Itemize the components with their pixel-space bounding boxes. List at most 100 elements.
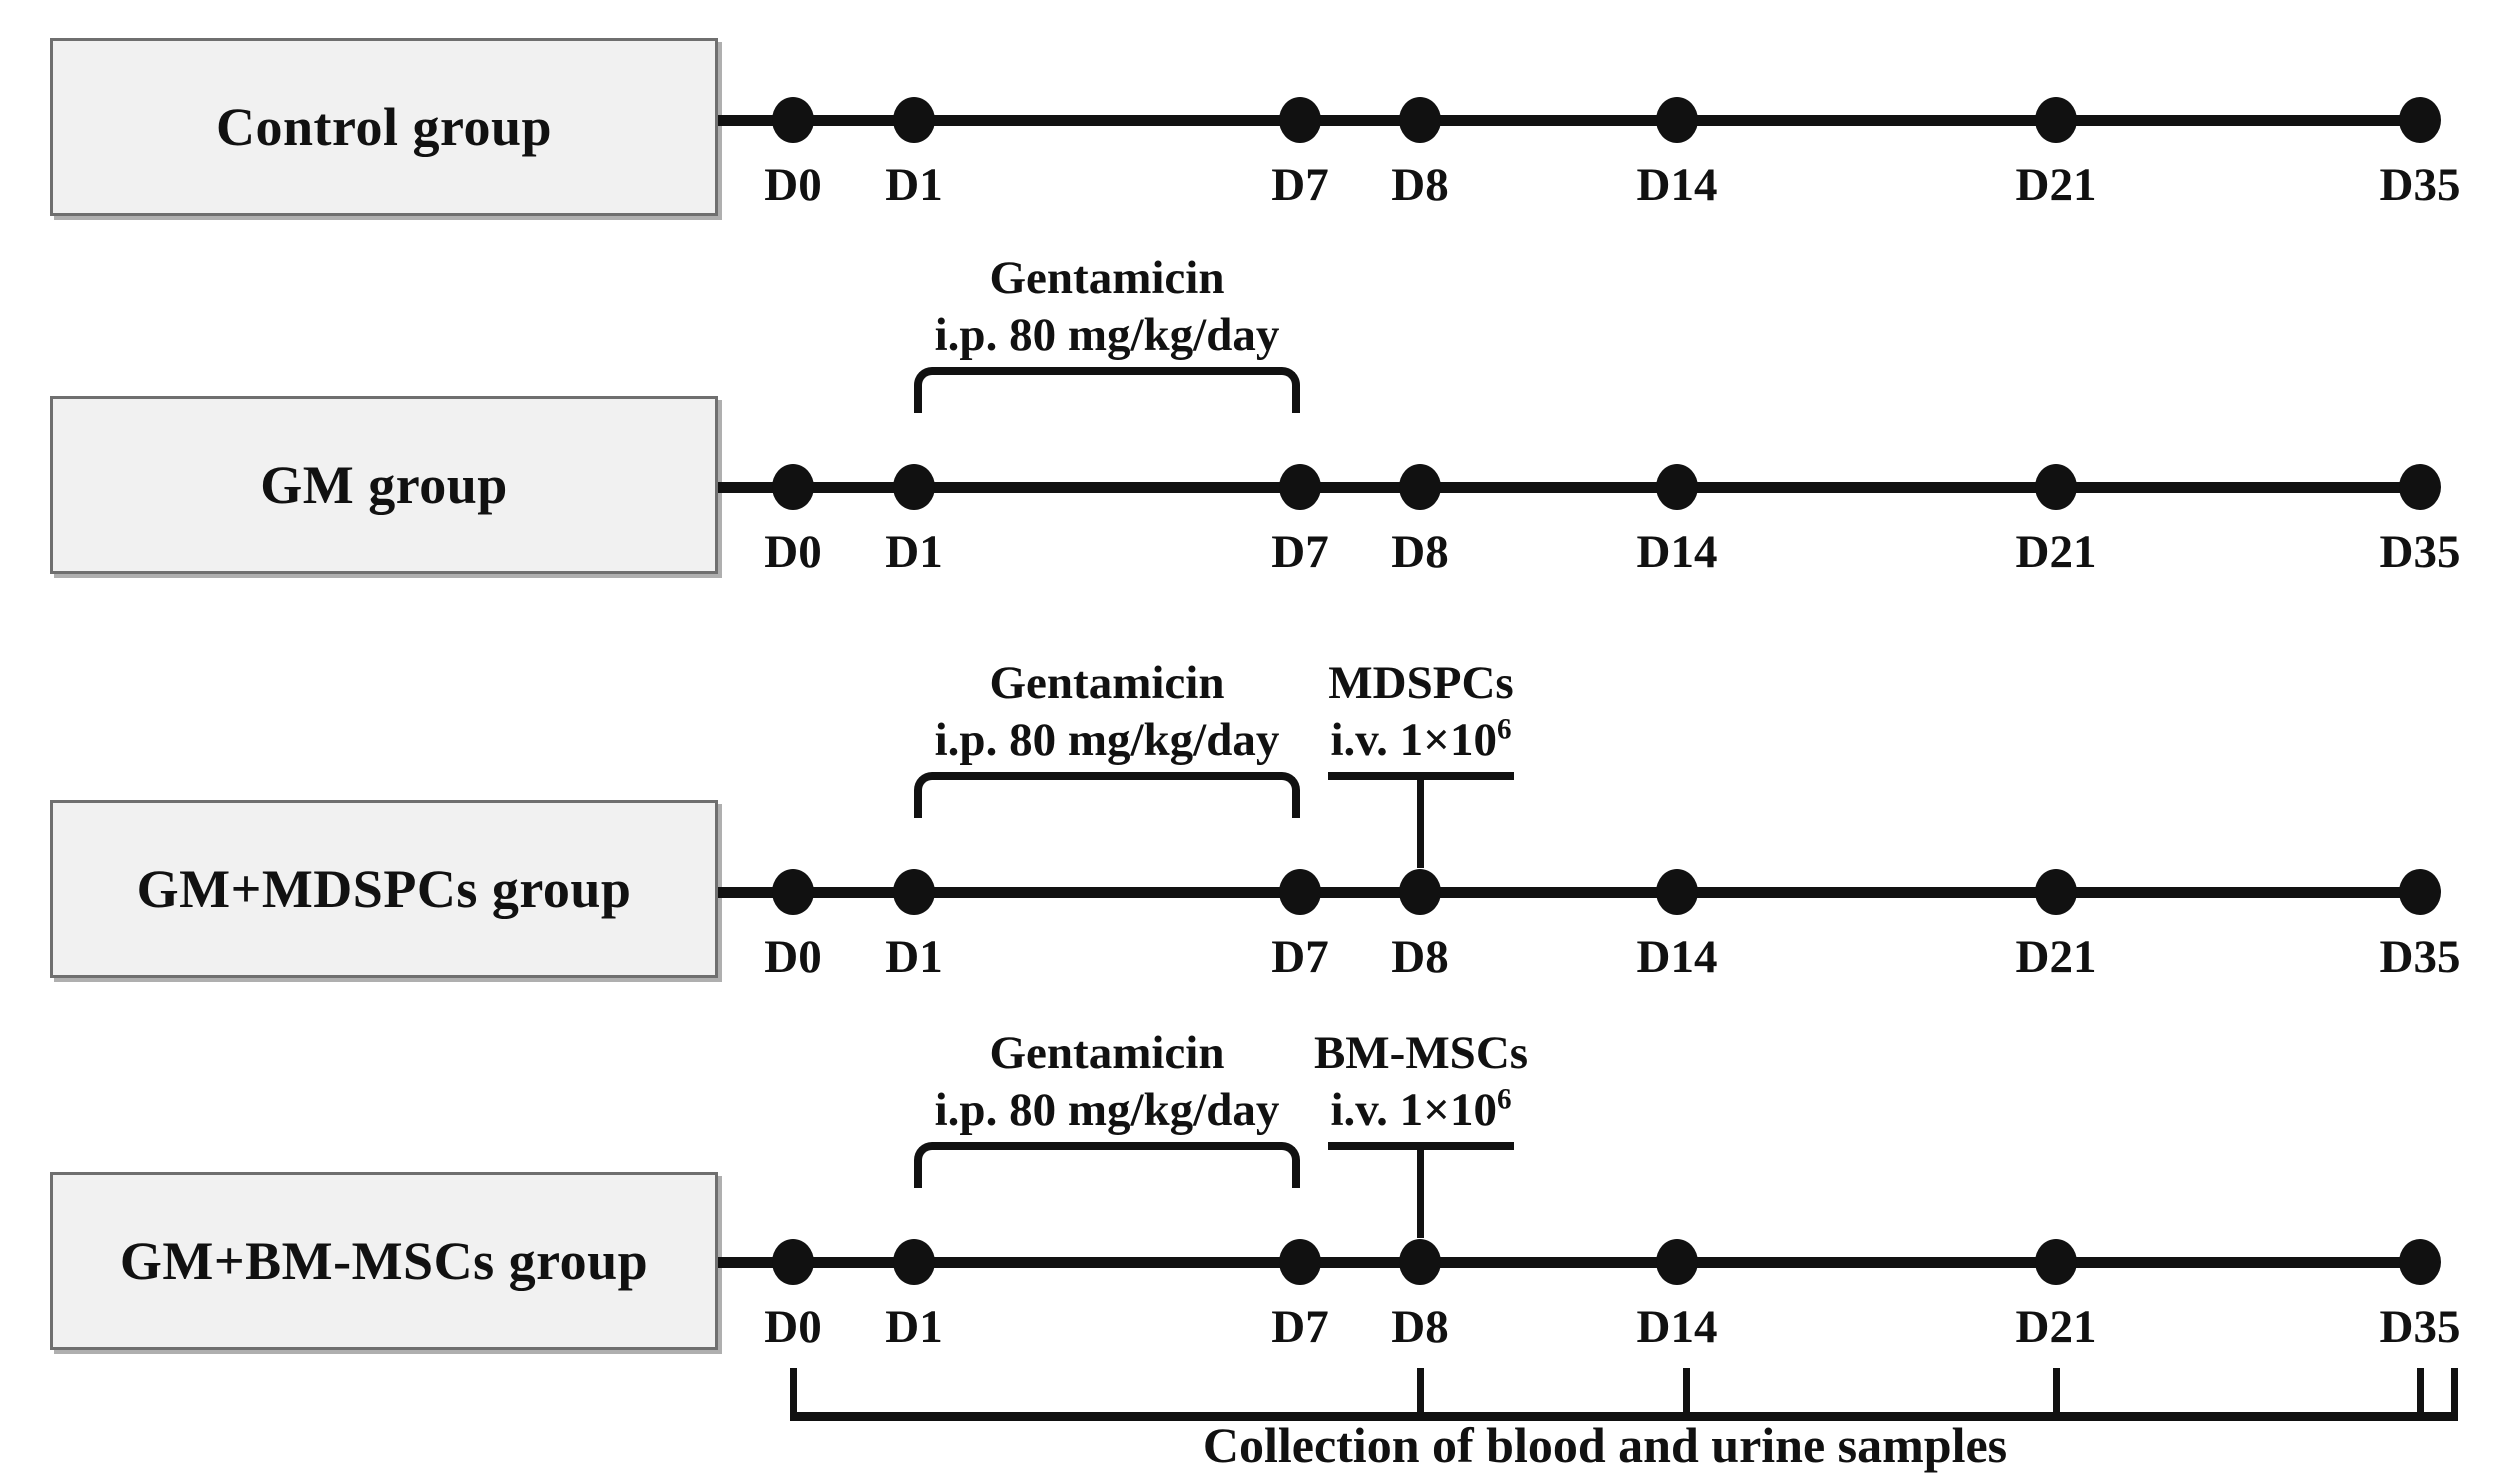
timeline-tick-label-d8: D8: [1391, 526, 1449, 578]
timeline-dot-d21[interactable]: [2035, 1239, 2077, 1285]
group-label-text: GM group: [260, 455, 508, 515]
collection-tick-end: [2450, 1368, 2458, 1421]
timeline-tick-label-d21: D21: [2015, 931, 2097, 983]
collection-tick-d21: [2052, 1368, 2060, 1421]
dose-label-line2: i.v. 1×106: [1314, 1082, 1528, 1139]
timeline-tick-label-d1: D1: [885, 931, 943, 983]
dose-label-exponent: 6: [1496, 713, 1512, 746]
dose-label-line2-prefix: i.v. 1×10: [1330, 714, 1497, 767]
collection-tick-d14: [1682, 1368, 1690, 1421]
timeline-dot-d7[interactable]: [1279, 97, 1321, 143]
group-label-text: GM+MDSPCs group: [136, 859, 632, 919]
dose-label-line2-prefix: i.v. 1×10: [1330, 1084, 1497, 1137]
timeline-dot-d35[interactable]: [2399, 97, 2441, 143]
dose-label-line1: MDSPCs: [1328, 657, 1514, 709]
timeline-dot-d14[interactable]: [1656, 464, 1698, 510]
treatment-bracket-gentamicin: [914, 772, 1300, 818]
timeline-tick-label-d7: D7: [1271, 526, 1329, 578]
timeline-tick-label-d14: D14: [1636, 931, 1718, 983]
collection-label: Collection of blood and urine samples: [1202, 1417, 2008, 1473]
timeline-dot-d1[interactable]: [893, 97, 935, 143]
timeline-axis: [718, 887, 2420, 898]
timeline-dot-d0[interactable]: [772, 869, 814, 915]
collection-tick-d8: [1416, 1368, 1424, 1421]
collection-tick-d0: [789, 1368, 797, 1421]
timeline-tick-label-d1: D1: [885, 526, 943, 578]
timeline-tick-label-d21: D21: [2015, 159, 2097, 211]
timeline-tick-label-d35: D35: [2379, 159, 2461, 211]
timeline-dot-d21[interactable]: [2035, 97, 2077, 143]
dose-marker-stem-mdspcs: [1416, 772, 1424, 868]
timeline-tick-label-d35: D35: [2379, 931, 2461, 983]
timeline-dot-d7[interactable]: [1279, 464, 1321, 510]
timeline-tick-label-d7: D7: [1271, 1301, 1329, 1353]
timeline-tick-label-d35: D35: [2379, 1301, 2461, 1353]
collection-tick-d35: [2416, 1368, 2424, 1421]
timeline-tick-label-d21: D21: [2015, 526, 2097, 578]
group-label-box[interactable]: GM+BM-MSCs group: [50, 1172, 718, 1350]
treatment-label-line1: Gentamicin: [989, 1027, 1225, 1079]
treatment-bracket-gentamicin: [914, 367, 1300, 413]
timeline-dot-d8[interactable]: [1399, 97, 1441, 143]
timeline-dot-d0[interactable]: [772, 97, 814, 143]
treatment-label-line2: i.p. 80 mg/kg/day: [934, 309, 1280, 362]
timeline-axis: [718, 115, 2420, 126]
timeline-dot-d0[interactable]: [772, 1239, 814, 1285]
timeline-dot-d0[interactable]: [772, 464, 814, 510]
timeline-tick-label-d8: D8: [1391, 931, 1449, 983]
timeline-tick-label-d0: D0: [764, 159, 822, 211]
timeline-axis: [718, 482, 2420, 493]
timeline-tick-label-d1: D1: [885, 1301, 943, 1353]
timeline-dot-d21[interactable]: [2035, 464, 2077, 510]
treatment-label-line1: Gentamicin: [989, 657, 1225, 709]
group-label-box[interactable]: GM group: [50, 396, 718, 574]
timeline-dot-d1[interactable]: [893, 464, 935, 510]
timeline-dot-d35[interactable]: [2399, 464, 2441, 510]
timeline-tick-label-d1: D1: [885, 159, 943, 211]
timeline-dot-d21[interactable]: [2035, 869, 2077, 915]
timeline-dot-d14[interactable]: [1656, 97, 1698, 143]
timeline-dot-d8[interactable]: [1399, 1239, 1441, 1285]
timeline-tick-label-d14: D14: [1636, 1301, 1718, 1353]
timeline-tick-label-d0: D0: [764, 1301, 822, 1353]
timeline-dot-d1[interactable]: [893, 1239, 935, 1285]
dose-label-line1: BM-MSCs: [1313, 1027, 1529, 1079]
timeline-dot-d1[interactable]: [893, 869, 935, 915]
timeline-dot-d7[interactable]: [1279, 869, 1321, 915]
dose-marker-stem-bm-mscs: [1416, 1142, 1424, 1238]
treatment-label-line2: i.p. 80 mg/kg/day: [934, 1084, 1280, 1137]
treatment-bracket-gentamicin: [914, 1142, 1300, 1188]
dose-label-line2: i.v. 1×106: [1328, 712, 1513, 769]
timeline-dot-d8[interactable]: [1399, 869, 1441, 915]
timeline-dot-d8[interactable]: [1399, 464, 1441, 510]
timeline-dot-d14[interactable]: [1656, 1239, 1698, 1285]
treatment-label-line1: Gentamicin: [989, 252, 1225, 304]
group-label-text: Control group: [215, 97, 553, 157]
timeline-tick-label-d8: D8: [1391, 159, 1449, 211]
collection-bracket-base: [791, 1412, 2454, 1421]
group-label-box[interactable]: Control group: [50, 38, 718, 216]
timeline-tick-label-d21: D21: [2015, 1301, 2097, 1353]
timeline-dot-d35[interactable]: [2399, 869, 2441, 915]
timeline-tick-label-d7: D7: [1271, 159, 1329, 211]
timeline-dot-d14[interactable]: [1656, 869, 1698, 915]
timeline-tick-label-d0: D0: [764, 931, 822, 983]
dose-label-exponent: 6: [1496, 1083, 1512, 1116]
timeline-tick-label-d14: D14: [1636, 526, 1718, 578]
treatment-label-line2: i.p. 80 mg/kg/day: [934, 714, 1280, 767]
timeline-tick-label-d0: D0: [764, 526, 822, 578]
timeline-tick-label-d14: D14: [1636, 159, 1718, 211]
group-label-box[interactable]: GM+MDSPCs group: [50, 800, 718, 978]
group-label-text: GM+BM-MSCs group: [119, 1231, 649, 1291]
timeline-dot-d7[interactable]: [1279, 1239, 1321, 1285]
timeline-dot-d35[interactable]: [2399, 1239, 2441, 1285]
timeline-axis: [718, 1257, 2420, 1268]
timeline-tick-label-d7: D7: [1271, 931, 1329, 983]
timeline-tick-label-d8: D8: [1391, 1301, 1449, 1353]
